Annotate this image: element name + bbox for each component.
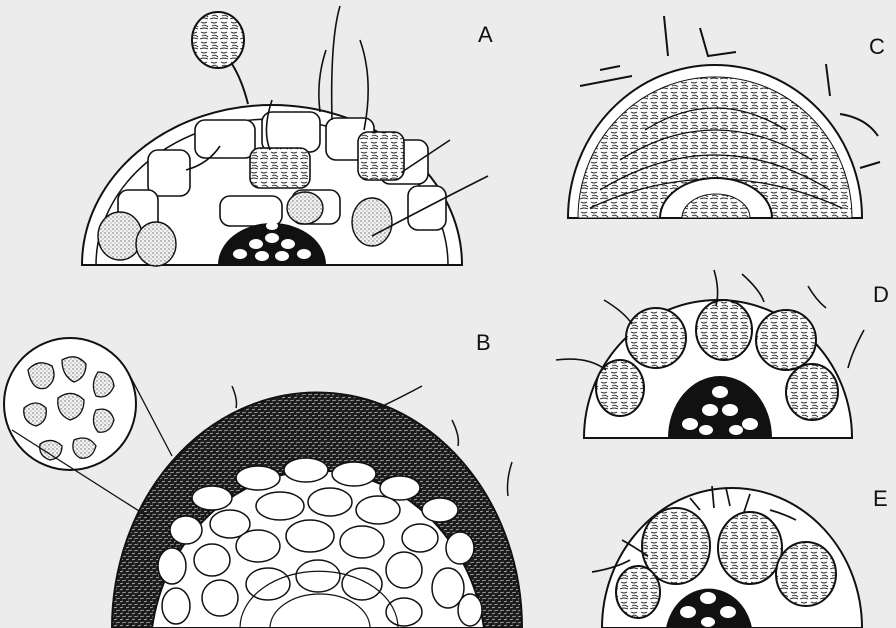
panel-label-a: A xyxy=(478,22,493,48)
panel-a-root-section xyxy=(82,6,488,266)
panel-c-root-section xyxy=(568,16,880,218)
panel-label-c: C xyxy=(869,34,885,60)
panel-e-root-section xyxy=(592,486,862,628)
panel-b-root-section xyxy=(4,338,522,628)
panel-label-b: B xyxy=(476,330,491,356)
panel-label-d: D xyxy=(873,282,889,308)
panel-label-e: E xyxy=(873,486,888,512)
panel-d-root-section xyxy=(556,270,864,438)
